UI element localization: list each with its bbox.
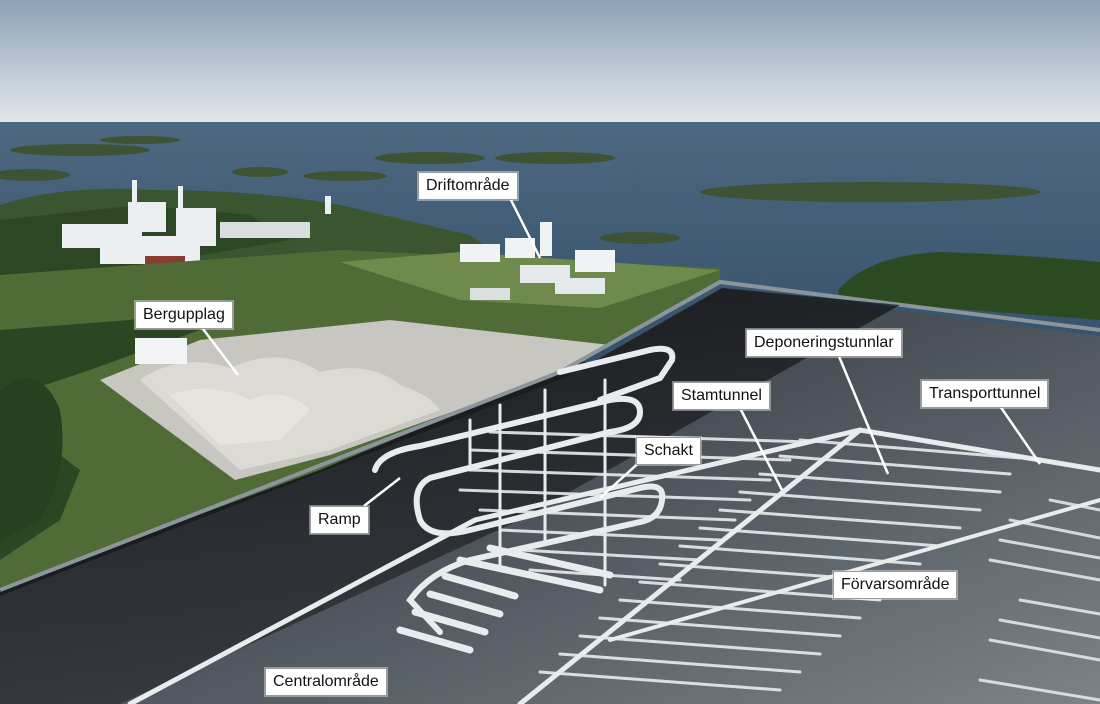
label-bergupplag: Bergupplag (135, 301, 233, 329)
label-centralomrade: Centralområde (265, 668, 387, 696)
operations-area (340, 222, 720, 308)
leader-deponeringstunnlar (836, 353, 890, 475)
label-schakt: Schakt (636, 437, 701, 465)
leader-transporttunnel (998, 405, 1042, 465)
leader-bergupplag (199, 324, 239, 376)
label-driftomrade: Driftområde (418, 172, 518, 200)
sky (0, 0, 1100, 124)
label-transporttunnel: Transporttunnel (921, 380, 1049, 408)
power-plant (62, 180, 331, 274)
label-stamtunnel: Stamtunnel (673, 382, 770, 410)
label-forvarsomrade: Förvarsområde (833, 571, 958, 599)
label-ramp: Ramp (310, 506, 369, 534)
leader-lines (199, 197, 1042, 507)
leader-driftomrade (508, 197, 542, 259)
ground-surface-edge (0, 279, 1100, 592)
label-deponeringstunnlar: Deponeringstunnlar (746, 329, 902, 357)
islands (0, 136, 1100, 320)
leader-stamtunnel (738, 407, 784, 491)
leader-ramp (363, 477, 401, 507)
